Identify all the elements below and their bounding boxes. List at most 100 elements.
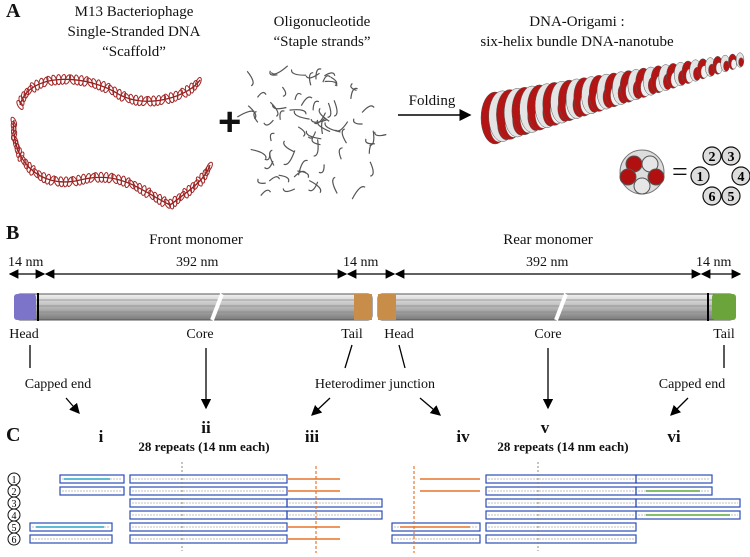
rear-head-cap xyxy=(378,294,396,320)
coil-loop xyxy=(160,196,167,207)
rear-monomer-label: Rear monomer xyxy=(503,232,593,248)
staple-strand xyxy=(318,107,330,122)
coil-loop xyxy=(192,79,199,91)
staple-strand xyxy=(308,179,322,194)
roman-i: i xyxy=(98,427,104,446)
panel-b-label: B xyxy=(6,222,20,244)
helix-number-circle xyxy=(721,146,741,166)
dim-front-core: 392 nm xyxy=(176,255,219,270)
helix-number-circle xyxy=(702,146,722,166)
helix-number-circle xyxy=(702,186,722,206)
staple-strand xyxy=(283,140,295,153)
staple-strand xyxy=(338,147,343,160)
staple-strand xyxy=(305,72,320,79)
row-number-1: 1 xyxy=(12,475,17,486)
staples-title-line1: Oligonucleotide xyxy=(273,14,371,30)
dim-rear-tail: 14 nm xyxy=(696,255,732,270)
staple-strand xyxy=(312,100,320,111)
staple-strand xyxy=(300,96,313,106)
staple-strand xyxy=(315,68,322,80)
six-helix-nanotube xyxy=(480,52,745,145)
staple-strand xyxy=(333,100,338,117)
staple-strand xyxy=(270,65,289,75)
origami-title-line2: six-helix bundle DNA-nanotube xyxy=(480,34,674,50)
repeats-label-front: 28 repeats (14 nm each) xyxy=(138,439,270,454)
coil-loop xyxy=(199,172,206,184)
capped-end-right: Capped end xyxy=(658,377,726,392)
staple-strand xyxy=(308,72,314,86)
staple-strand xyxy=(313,112,327,125)
helix-number-circle xyxy=(721,186,741,206)
block-i-top xyxy=(59,474,125,496)
coil-loop xyxy=(172,195,178,207)
coil-loop xyxy=(20,155,27,166)
roman-iii: iii xyxy=(304,427,320,446)
staple-strand xyxy=(313,139,319,157)
label-front-core: Core xyxy=(186,327,214,342)
coil-loop xyxy=(205,161,213,172)
scaffold-loop xyxy=(635,510,741,520)
staple-strand xyxy=(316,119,331,133)
rod-grooves xyxy=(16,299,734,313)
scaffold-loop xyxy=(286,510,383,520)
strand-schematics xyxy=(29,462,741,553)
staple-strand xyxy=(330,76,338,87)
block-vi-top xyxy=(635,474,713,496)
staple-strand xyxy=(269,101,279,117)
coil-loop xyxy=(84,173,91,184)
staple-strand xyxy=(250,148,267,159)
staple-strand xyxy=(253,110,259,123)
coil-loop xyxy=(195,76,202,88)
scaffold-loop xyxy=(391,534,481,544)
coil-loop xyxy=(38,77,44,89)
row-number-5: 5 xyxy=(12,523,17,534)
block-v xyxy=(485,474,637,544)
scaffold-loop xyxy=(129,474,288,484)
scaffold-loop xyxy=(29,534,113,544)
staple-strand xyxy=(307,131,317,139)
scaffold-loop xyxy=(59,474,125,484)
coil-loop xyxy=(186,185,192,196)
staples-title-line2: “Staple strands” xyxy=(273,34,371,50)
coil-loop xyxy=(172,90,179,102)
label-front-head: Head xyxy=(9,327,39,342)
staple-strand xyxy=(341,128,348,144)
equals-sign: = xyxy=(672,157,688,188)
rear-break-mark xyxy=(554,293,568,321)
dim-rear-core: 392 nm xyxy=(526,255,569,270)
staple-strand xyxy=(297,126,306,137)
staple-strand xyxy=(334,121,349,132)
staple-strand xyxy=(257,178,266,184)
coil-loop xyxy=(119,91,127,102)
staple-strand xyxy=(374,131,387,137)
staple-strand xyxy=(361,105,375,113)
staple-strand xyxy=(290,69,307,76)
block-ii xyxy=(129,474,288,544)
staple-strand xyxy=(351,186,366,200)
dim-junction: 14 nm xyxy=(343,255,379,270)
staple-strand xyxy=(324,80,338,87)
coil-loop xyxy=(175,193,182,205)
staple-strand xyxy=(289,109,307,115)
folding-label: Folding xyxy=(408,93,456,109)
staple-strand xyxy=(294,92,302,101)
coil-loop xyxy=(178,190,186,202)
scaffold-loop xyxy=(286,498,383,508)
front-monomer-label: Front monomer xyxy=(149,232,243,248)
staple-strand xyxy=(236,110,256,118)
coil-loop xyxy=(14,142,21,154)
staple-strand xyxy=(318,164,325,174)
coil-loop xyxy=(18,95,25,107)
helix-turn xyxy=(738,57,744,67)
staple-strand xyxy=(352,118,363,125)
block-vi-mid xyxy=(635,498,741,520)
scaffold-title-line2: Single-Stranded DNA xyxy=(67,24,201,40)
staple-strand xyxy=(368,143,376,154)
row-number-4: 4 xyxy=(12,511,17,522)
front-head-cap xyxy=(14,294,36,320)
